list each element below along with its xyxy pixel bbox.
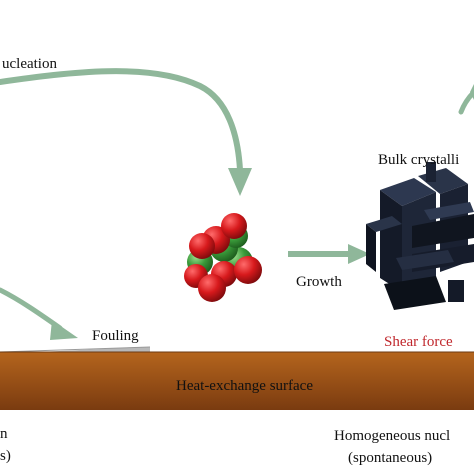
arrow-to-fouling xyxy=(0,287,78,340)
homogeneous-label-2: (spontaneous) xyxy=(348,450,432,466)
heat-exchange-surface xyxy=(0,351,474,410)
surface-label: Heat-exchange surface xyxy=(176,378,313,394)
growth-label: Growth xyxy=(296,274,342,290)
shear-force-label: Shear force xyxy=(384,334,453,350)
growth-arrow xyxy=(288,244,370,264)
left-bottom-label-1: n xyxy=(0,426,8,442)
nucleation-to-cluster-arrow xyxy=(0,68,252,196)
molecular-cluster xyxy=(184,213,262,302)
homogeneous-label-1: Homogeneous nucl xyxy=(334,428,450,444)
nucleation-label: ucleation xyxy=(2,56,57,72)
arrow-top-right xyxy=(458,84,474,115)
left-bottom-label-2: s) xyxy=(0,448,11,464)
bulk-crystallization-label: Bulk crystalli xyxy=(378,152,459,168)
fouling-label: Fouling xyxy=(92,328,139,344)
bulk-crystal xyxy=(366,162,474,310)
